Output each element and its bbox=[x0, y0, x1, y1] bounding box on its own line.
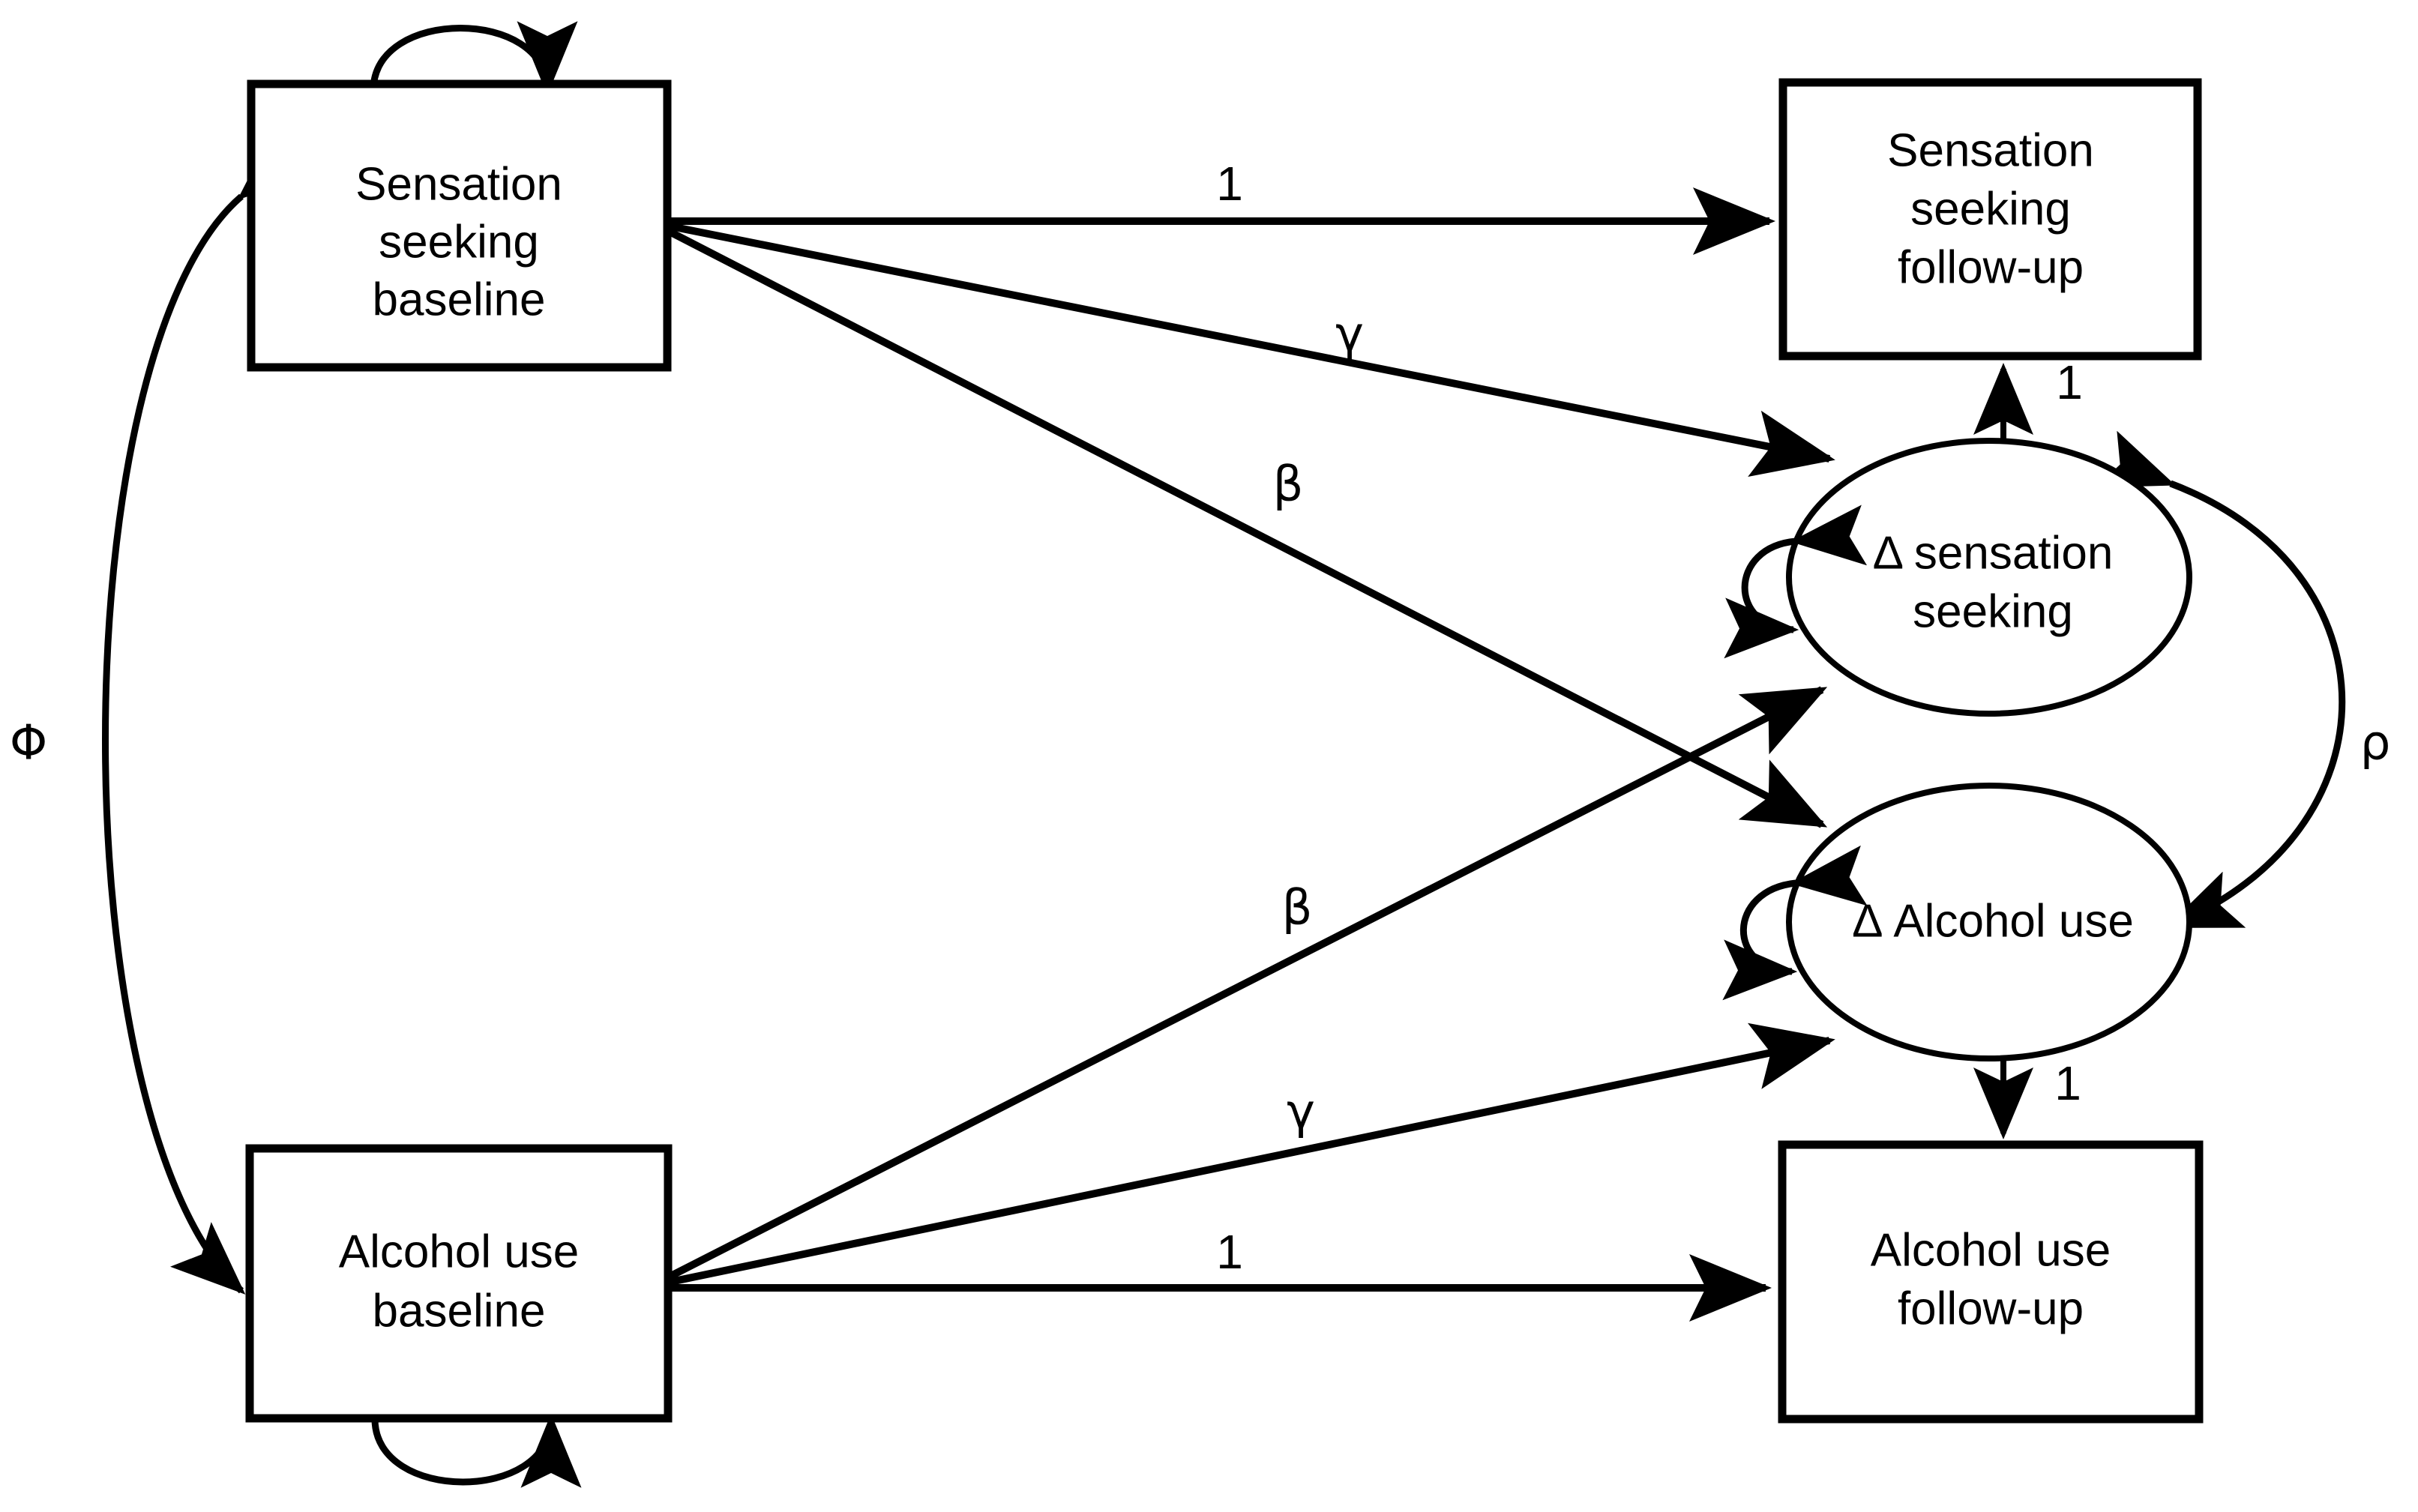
node-ss-followup-box bbox=[1778, 78, 2202, 361]
node-au-baseline-box bbox=[245, 1144, 673, 1423]
variance-loop-ss-baseline bbox=[343, 21, 578, 159]
edge-label-dss-ssf-one: 1 bbox=[2056, 355, 2083, 409]
node-au-baseline-line2: baseline bbox=[373, 1285, 546, 1337]
node-ss-followup-line2: seeking bbox=[1910, 183, 2071, 235]
edge-aub-to-delta-au bbox=[662, 1022, 1835, 1287]
covariance-arc-rho bbox=[2095, 430, 2346, 930]
variance-loop-delta-ss bbox=[1724, 504, 1868, 659]
edge-ssb-to-delta-au bbox=[661, 225, 1828, 828]
edge-aub-to-delta-ss bbox=[661, 686, 1828, 1283]
node-ss-baseline-line2: seeking bbox=[379, 216, 539, 268]
node-delta-ss-line2: seeking bbox=[1913, 585, 2073, 637]
node-delta-ss[interactable]: Δ sensation seeking bbox=[1786, 438, 2192, 717]
node-delta-au-line1: Δ Alcohol use bbox=[1852, 895, 2134, 947]
node-au-followup-box bbox=[1778, 1140, 2204, 1424]
variance-loop-delta-au bbox=[1722, 845, 1868, 1001]
edge-label-phi: Φ bbox=[10, 716, 47, 771]
edge-ssb-to-delta-ss bbox=[663, 221, 1835, 478]
node-ss-baseline[interactable]: Sensation seeking baseline bbox=[247, 79, 672, 372]
node-ss-followup[interactable]: Sensation seeking follow-up bbox=[1778, 78, 2202, 361]
node-au-followup[interactable]: Alcohol use follow-up bbox=[1778, 1140, 2204, 1424]
edge-label-ssb-ssf-one: 1 bbox=[1216, 157, 1243, 211]
edge-label-aub-dss-beta: β bbox=[1282, 881, 1313, 936]
node-ss-baseline-line3: baseline bbox=[373, 274, 546, 325]
edge-label-ssb-dss-gamma: γ bbox=[1335, 307, 1364, 363]
node-au-baseline[interactable]: Alcohol use baseline bbox=[245, 1144, 673, 1423]
edge-label-aub-dau-gamma: γ bbox=[1287, 1085, 1315, 1140]
node-ss-baseline-line1: Sensation bbox=[355, 158, 562, 210]
variance-loop-au-baseline bbox=[344, 1350, 582, 1488]
node-ss-followup-line1: Sensation bbox=[1887, 124, 2094, 176]
edge-label-ssb-dau-beta: β bbox=[1273, 457, 1304, 513]
node-delta-au[interactable]: Δ Alcohol use bbox=[1786, 783, 2192, 1061]
node-au-followup-line2: follow-up bbox=[1898, 1283, 2084, 1334]
edge-label-rho: ρ bbox=[2360, 716, 2391, 771]
node-delta-ss-line1: Δ sensation bbox=[1873, 527, 2114, 579]
covariance-arc-phi bbox=[102, 128, 313, 1295]
node-ss-baseline-box bbox=[247, 79, 672, 372]
edge-label-dau-auf-one: 1 bbox=[2054, 1056, 2081, 1110]
edge-label-aub-auf-one: 1 bbox=[1216, 1225, 1243, 1279]
node-au-followup-line1: Alcohol use bbox=[1871, 1224, 2111, 1276]
node-au-baseline-line1: Alcohol use bbox=[339, 1226, 580, 1277]
node-ss-followup-line3: follow-up bbox=[1898, 241, 2084, 293]
